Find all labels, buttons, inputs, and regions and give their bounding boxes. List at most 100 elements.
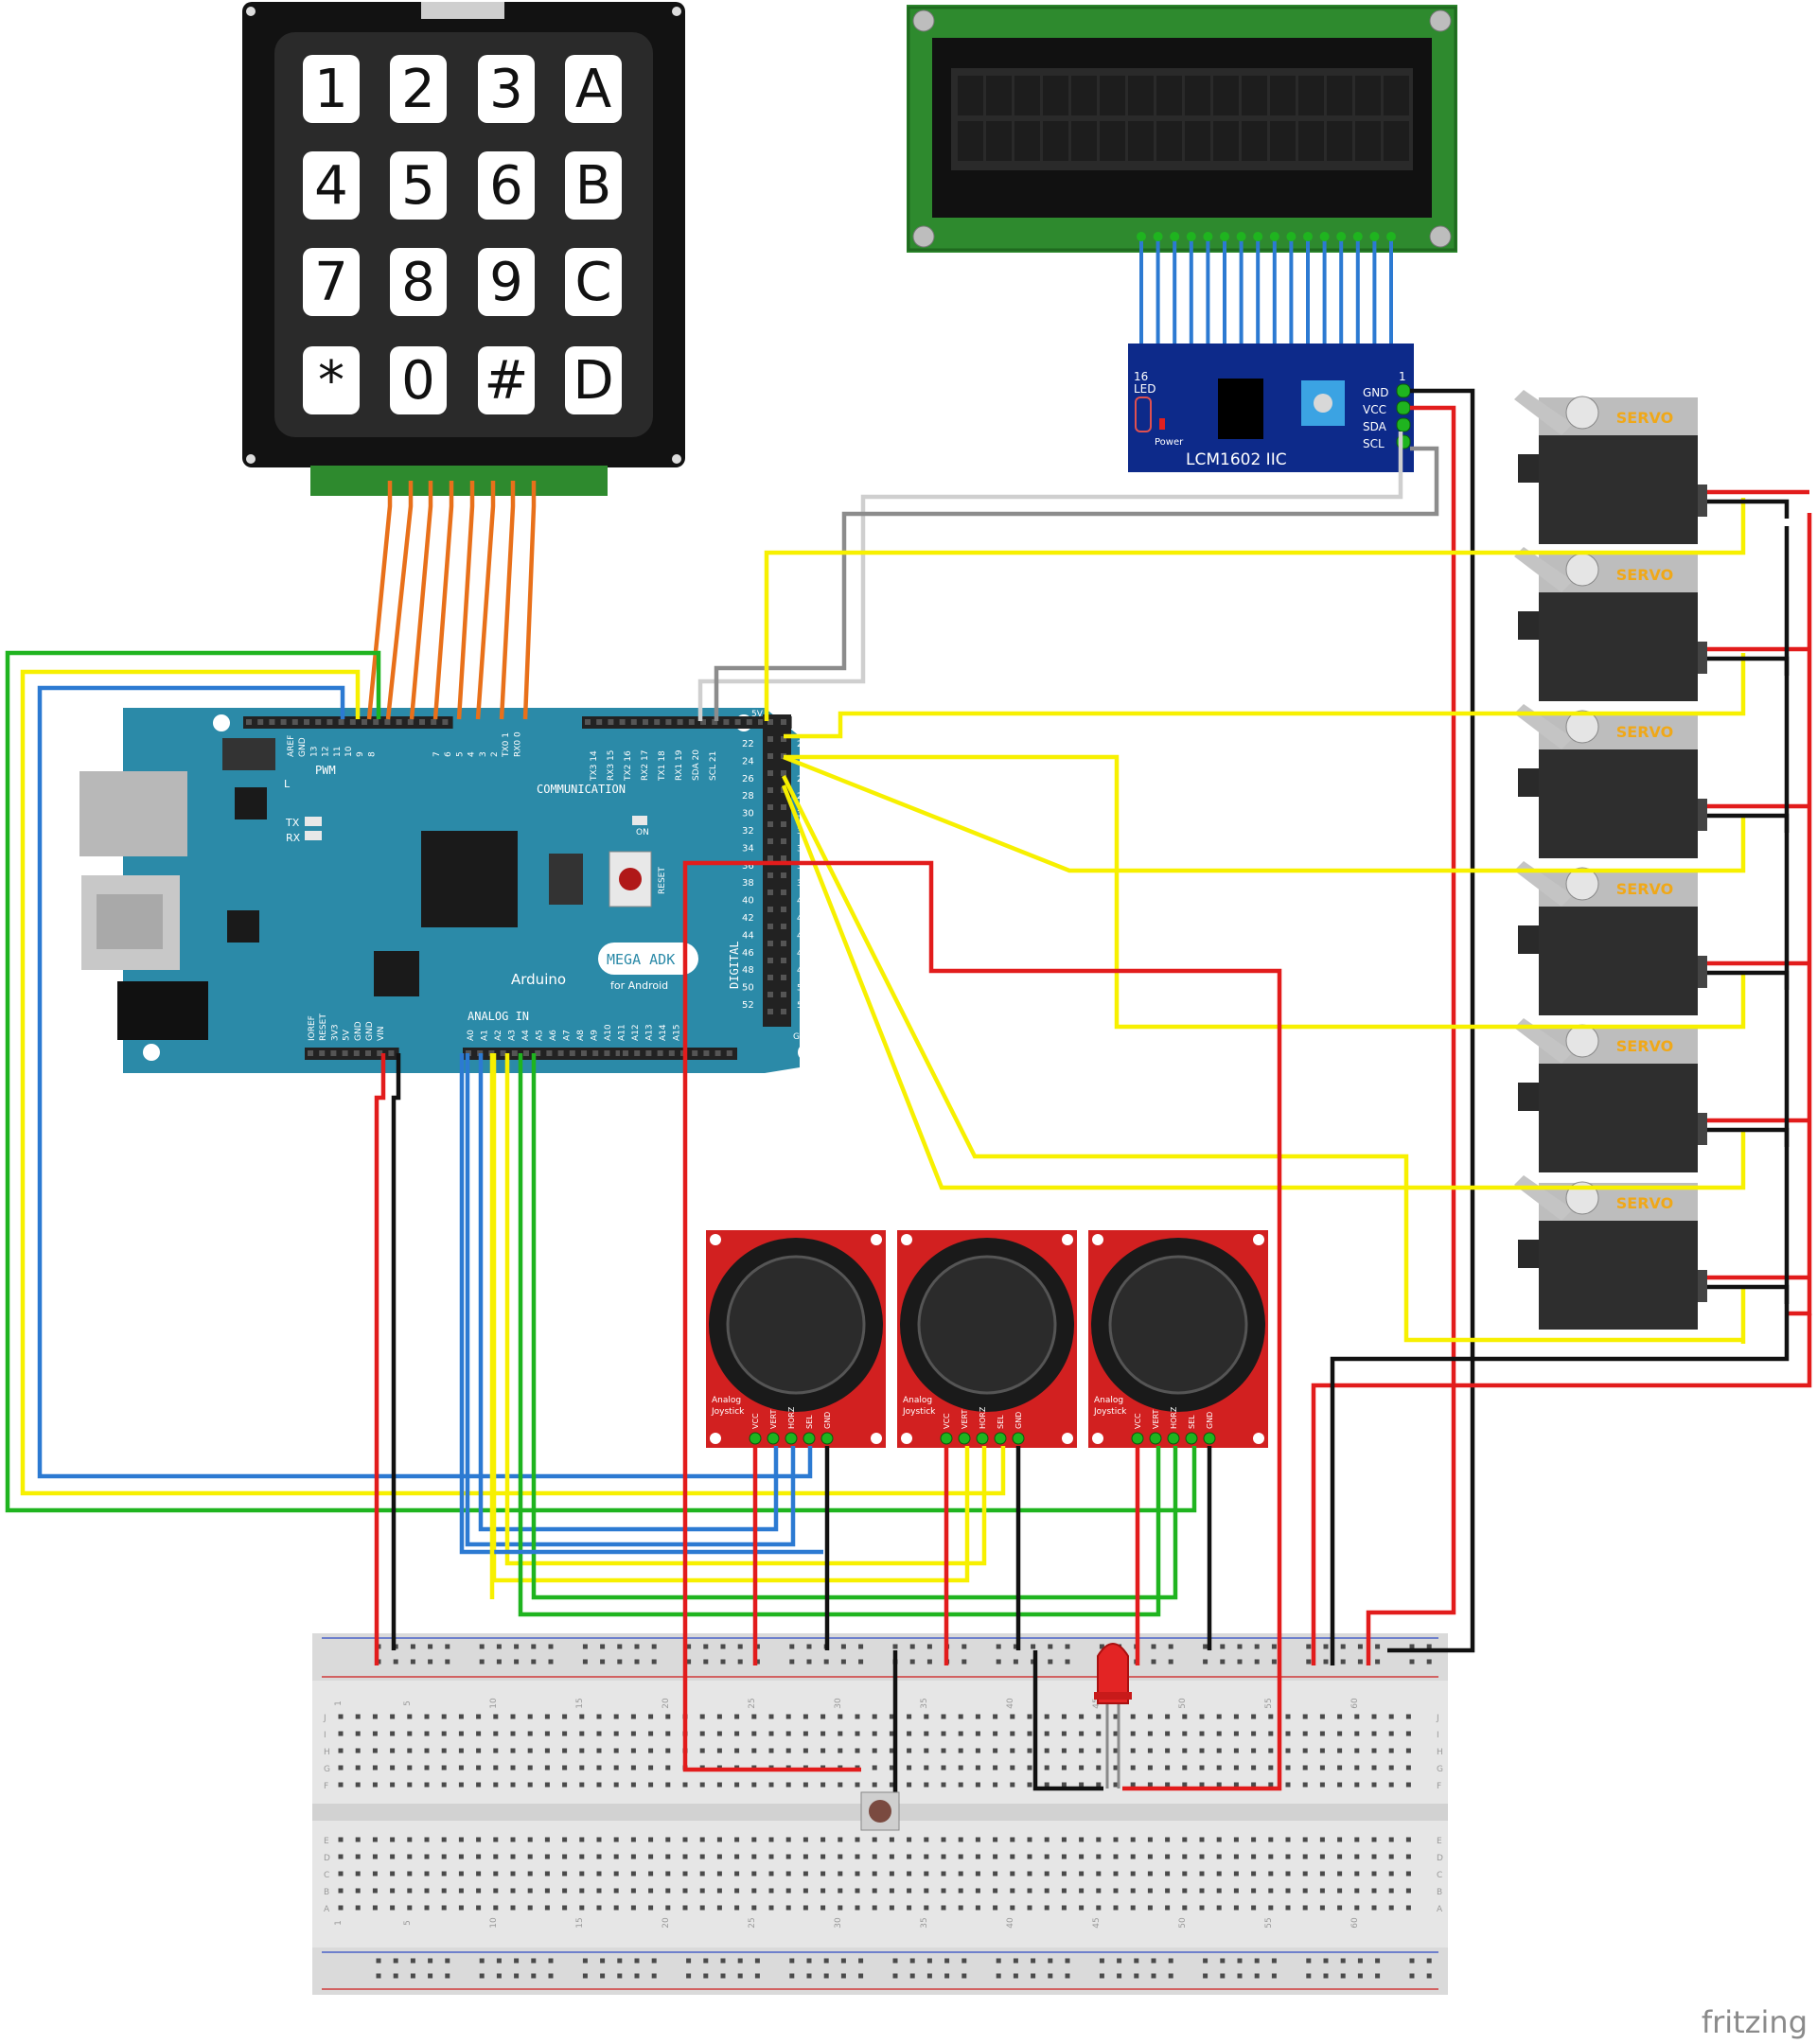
bb-hole [1013, 1644, 1018, 1649]
key-button[interactable] [565, 346, 622, 414]
bb-hole [390, 1854, 396, 1859]
wire-led-gnd [1032, 1650, 1103, 1791]
key-label: 9 [489, 252, 523, 313]
i2c-module-label: LCM1602 IIC [1186, 450, 1287, 469]
bb-hole [1182, 1714, 1188, 1719]
pushbutton[interactable] [860, 1791, 900, 1831]
bb-row-letter: D [1437, 1854, 1443, 1863]
header-pin [643, 719, 648, 725]
joystick-cap[interactable] [1108, 1255, 1248, 1395]
joystick-cap[interactable] [917, 1255, 1057, 1395]
bb-hole [1099, 1644, 1104, 1649]
servo-horn-hub [1565, 553, 1599, 587]
key-button[interactable] [478, 55, 535, 123]
bb-hole [803, 1837, 808, 1842]
bb-hole [1027, 1714, 1032, 1719]
header-pin [668, 1050, 675, 1056]
key-button[interactable] [303, 248, 360, 316]
lcd-char-cell [1327, 76, 1352, 115]
bb-hole [889, 1854, 894, 1859]
servo-motor: SERVO [1514, 390, 1707, 544]
key-button[interactable] [478, 346, 535, 414]
bb-hole [1199, 1714, 1205, 1719]
joystick-pin [1012, 1432, 1025, 1445]
header-pin [746, 719, 752, 725]
bb-hole [1251, 1714, 1257, 1719]
bb-hole [514, 1958, 520, 1964]
bb-hole [872, 1765, 877, 1771]
bb-hole [582, 1958, 588, 1964]
wire-scl [714, 446, 1439, 721]
bb-hole [1388, 1905, 1394, 1911]
key-button[interactable] [390, 248, 447, 316]
bb-hole [1079, 1765, 1085, 1771]
key-button[interactable] [478, 248, 535, 316]
bb-hole [338, 1748, 344, 1753]
bb-hole [458, 1905, 464, 1911]
pin-label: 7 [432, 751, 442, 757]
bb-hole [1405, 1782, 1411, 1788]
bb-hole [941, 1905, 946, 1911]
bb-row-letter: H [1437, 1748, 1443, 1757]
bb-hole [613, 1905, 619, 1911]
key-button[interactable] [390, 151, 447, 220]
bb-hole [1375, 1659, 1381, 1665]
bb-hole [1354, 1731, 1360, 1736]
bb-hole [1216, 1854, 1222, 1859]
key-button[interactable] [303, 346, 360, 414]
bb-hole [1251, 1837, 1257, 1842]
wires [5, 388, 1812, 1798]
bb-hole [1409, 1644, 1415, 1649]
bb-hole [803, 1871, 808, 1877]
digital-row-label: 32 [742, 826, 754, 837]
header-pin [634, 1050, 641, 1056]
bb-hole [803, 1714, 808, 1719]
key-button[interactable] [303, 55, 360, 123]
bb-hole [355, 1782, 361, 1788]
bb-hole [734, 1888, 740, 1894]
bb-hole [1354, 1714, 1360, 1719]
bb-hole [754, 1958, 760, 1964]
key-button[interactable] [303, 151, 360, 220]
i2c-scl-label: SCL [1363, 437, 1385, 450]
bb-hole [1323, 1644, 1329, 1649]
joystick-pin [1167, 1432, 1180, 1445]
bb-hole [1113, 1854, 1119, 1859]
bb-hole [1371, 1714, 1377, 1719]
pin-label: 3V3 [330, 1024, 340, 1041]
bb-hole [944, 1958, 950, 1964]
key-button[interactable] [565, 55, 622, 123]
bb-hole [716, 1871, 722, 1877]
bb-hole [476, 1748, 482, 1753]
key-button[interactable] [478, 151, 535, 220]
key-button[interactable] [565, 151, 622, 220]
key-label: 7 [314, 252, 348, 313]
bb-hole [458, 1714, 464, 1719]
key-button[interactable] [390, 55, 447, 123]
key-button[interactable] [390, 346, 447, 414]
bb-hole [975, 1905, 980, 1911]
i2c-pin-vcc [1396, 400, 1411, 415]
bb-hole [838, 1871, 843, 1877]
bb-hole [1319, 1782, 1325, 1788]
bb-hole [355, 1871, 361, 1877]
i2c-pin-sda [1396, 417, 1411, 432]
key-button[interactable] [565, 248, 622, 316]
joystick-cap[interactable] [726, 1255, 866, 1395]
joystick-pin-label: VERT [961, 1409, 969, 1429]
bb-hole [1079, 1731, 1085, 1736]
bb-hole [1048, 1659, 1053, 1665]
pin-label: SCL 21 [709, 751, 718, 781]
header-pin [767, 753, 773, 759]
lcd-pin [1236, 232, 1246, 241]
bb-hole [648, 1765, 654, 1771]
bb-hole [840, 1659, 846, 1665]
joystick-pin-label: SEL [805, 1415, 814, 1429]
joystick-pin-label: HORZ [1170, 1406, 1178, 1429]
joystick-pin [958, 1432, 971, 1445]
wire-blue-loop [37, 685, 813, 1479]
